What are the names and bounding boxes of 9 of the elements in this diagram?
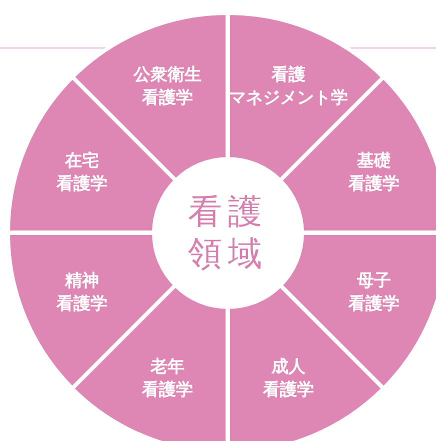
center-label: 看護領域 bbox=[188, 191, 268, 275]
segment-label: 看護マネジメント学 bbox=[228, 64, 348, 110]
segment-label: 在宅看護学 bbox=[56, 150, 108, 196]
segment-label: 基礎看護学 bbox=[348, 150, 400, 196]
segment-label: 母子看護学 bbox=[348, 270, 400, 316]
segment-label: 公衆衛生看護学 bbox=[134, 64, 202, 110]
segment-label: 老年看護学 bbox=[142, 356, 194, 402]
segment-label: 成人看護学 bbox=[262, 356, 314, 402]
segment-label: 精神看護学 bbox=[56, 270, 108, 316]
